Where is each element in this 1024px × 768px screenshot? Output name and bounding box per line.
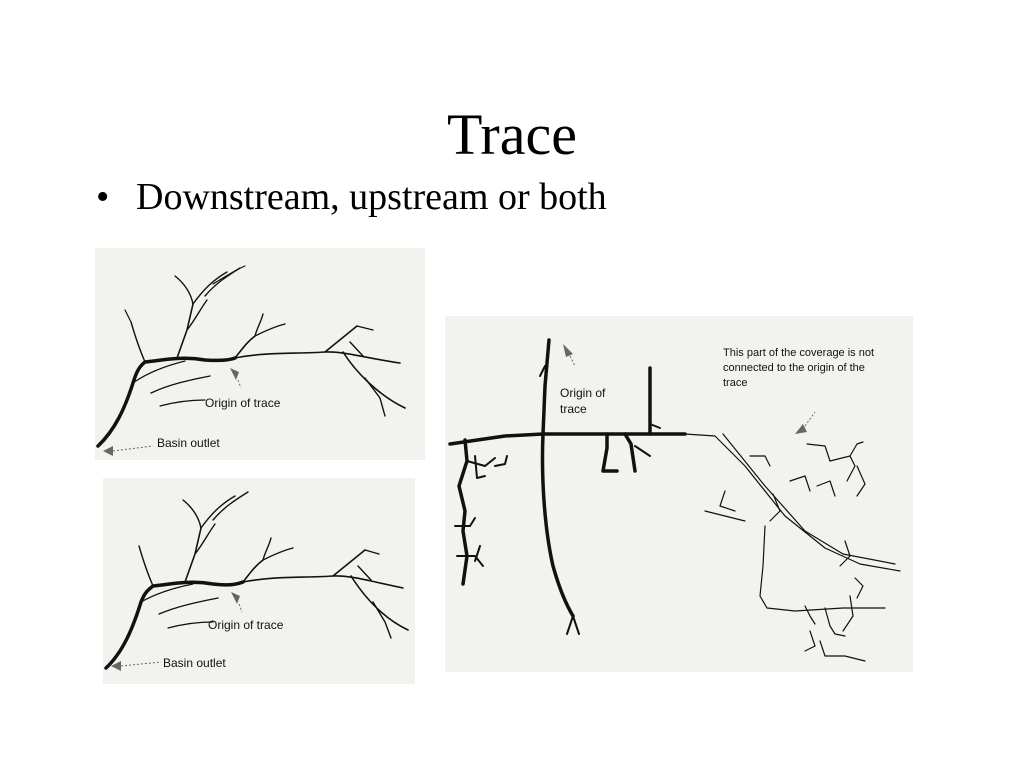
basin-outlet-label: Basin outlet xyxy=(157,436,220,450)
bullet-item: • Downstream, upstream or both xyxy=(96,172,607,222)
origin-of-trace-label-line2: trace xyxy=(560,402,587,416)
origin-of-trace-label-line1: Origin of xyxy=(560,386,606,400)
disconnected-coverage-note: This part of the coverage is not connect… xyxy=(723,347,875,389)
trace-figure-top-left: Origin of trace Basin outlet xyxy=(95,248,425,460)
stream-network-diagram-top xyxy=(96,265,406,456)
basin-outlet-label: Basin outlet xyxy=(163,656,226,670)
origin-of-trace-label: Origin of trace xyxy=(208,618,284,632)
stream-network-diagram-bottom xyxy=(104,491,409,671)
origin-of-trace-label: Origin of trace xyxy=(205,396,281,410)
bullet-text: Downstream, upstream or both xyxy=(136,176,607,218)
trace-figure-right: Origin of trace This part of the coverag… xyxy=(445,316,913,672)
slide-title: Trace xyxy=(447,102,577,167)
connected-trace-network-diagram xyxy=(448,338,901,662)
bullet-glyph: • xyxy=(96,176,110,218)
trace-figure-bottom-left: Origin of trace Basin outlet xyxy=(103,478,415,684)
